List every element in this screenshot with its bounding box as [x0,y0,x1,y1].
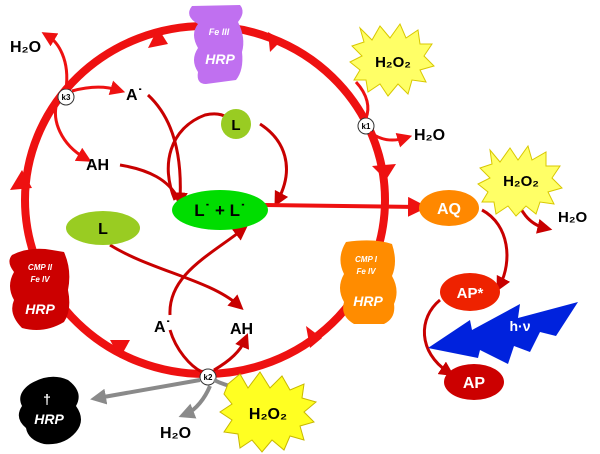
ap-label: AP [463,375,486,392]
cycle-arrowhead-left [10,170,32,190]
reaction-arrows [41,32,553,377]
a-radical-top: A˙ [126,87,143,104]
cycle-arrowhead-top [268,32,282,52]
l-small-circle [221,109,251,139]
h2o2-top-starburst [349,22,435,97]
cmp1-line1: CMP I [355,255,378,264]
l-complex-ellipse [172,190,268,230]
hrp-fe3-name: HRP [205,51,235,67]
aq-ellipse [419,190,479,226]
hv-label: h·ν [510,318,531,334]
l-oval [66,211,140,245]
dead-hrp-name: HRP [34,411,64,427]
h2o2-right-starburst [477,144,563,217]
l-small-label: L [231,117,240,134]
cycle-arrowhead-right [372,164,396,180]
ap-star-ellipse [440,273,500,311]
cycle-arrowhead-top-left [148,28,168,48]
cmp2-line1: CMP II [28,263,53,272]
cmp2-line2: Fe IV [30,275,50,284]
h2o2-bottom-label: H₂O₂ [249,406,287,423]
cmp1-blob [340,240,397,324]
light-emission-bolt [428,302,578,364]
cmp2-blob [9,248,70,330]
l-complex-label: L˙ + L˙ [194,201,245,220]
k2-circle [199,368,217,386]
h2o-right: H₂O [414,127,445,144]
aq-label: AQ [437,201,461,218]
ap-star-label: AP* [457,285,484,302]
k2-label: k2 [204,373,213,382]
l-oval-label: L [98,221,108,238]
h2o2-top-label: H₂O₂ [375,54,411,71]
ap-ellipse [444,364,504,400]
dead-hrp-cross: † [43,391,51,407]
cycle-arrowhead-bottom-right [306,326,322,348]
inactivation-arrows [90,378,239,419]
ah-bottom: AH [230,321,253,338]
cycle-arrowhead-bottom-left [110,340,130,358]
cmp1-name: HRP [353,293,383,309]
hrp-fe3-state: Fe III [209,27,230,37]
dead-hrp-blob [18,376,81,445]
h2o-bottom: H₂O [160,425,191,442]
k1-label: k1 [362,122,371,131]
a-radical-bottom: A˙ [154,319,171,336]
h2o2-right-label: H₂O₂ [503,173,539,190]
h2o2-bottom-starburst [219,371,318,453]
h2o-far-right: H₂O [558,209,587,226]
ah-left: AH [86,157,109,174]
hrp-fe3-blob [189,5,244,84]
cmp1-line2: Fe IV [356,267,376,276]
h2o-top-left: H₂O [10,39,41,56]
cmp2-name: HRP [25,301,55,317]
k3-label: k3 [62,93,71,102]
